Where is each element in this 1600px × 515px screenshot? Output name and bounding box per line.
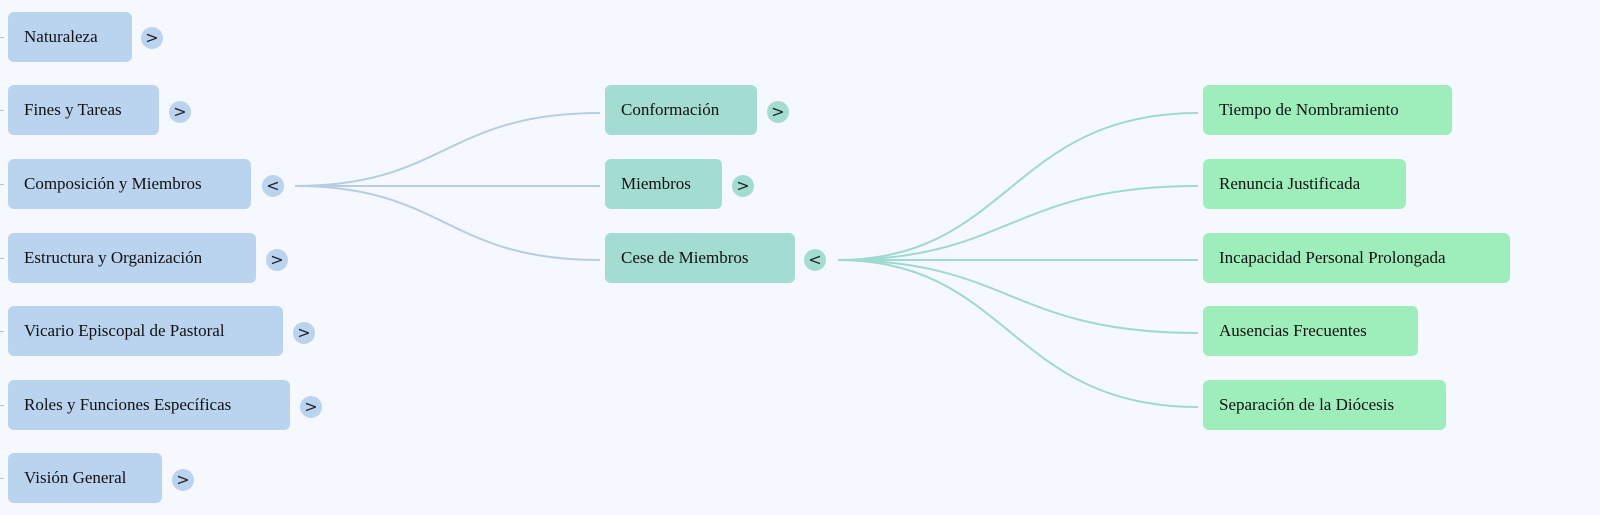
node-vicario-episcopal-de-pastoral[interactable]: Vicario Episcopal de Pastoral: [8, 306, 283, 356]
node-renuncia-justificada[interactable]: Renuncia Justificada: [1203, 159, 1406, 209]
node-label: Vicario Episcopal de Pastoral: [24, 321, 225, 340]
collapse-toggle-cese-de-miembros[interactable]: <: [804, 249, 826, 271]
node-ausencias-frecuentes[interactable]: Ausencias Frecuentes: [1203, 306, 1418, 356]
expand-toggle-naturaleza[interactable]: >: [141, 27, 163, 49]
node-label: Incapacidad Personal Prolongada: [1219, 248, 1446, 267]
expand-toggle-conformacion[interactable]: >: [767, 101, 789, 123]
node-label: Conformación: [621, 100, 720, 119]
node-cese-de-miembros[interactable]: Cese de Miembros: [605, 233, 795, 283]
left-stub: [0, 184, 4, 185]
connector-cese-separacion: [837, 259, 1199, 408]
connector-cese-renuncia: [837, 185, 1199, 261]
node-label: Cese de Miembros: [621, 248, 749, 267]
node-conformacion[interactable]: Conformación: [605, 85, 757, 135]
node-label: Tiempo de Nombramiento: [1219, 100, 1399, 119]
expand-toggle-vision-general[interactable]: >: [172, 469, 194, 491]
node-label: Visión General: [24, 468, 127, 487]
left-stub: [0, 405, 4, 406]
node-label: Renuncia Justificada: [1219, 174, 1361, 193]
left-stub: [0, 110, 4, 111]
connector-composicion-conformacion: [294, 112, 601, 187]
node-miembros[interactable]: Miembros: [605, 159, 722, 209]
node-label: Miembros: [621, 174, 691, 193]
node-composicion-y-miembros[interactable]: Composición y Miembros: [8, 159, 251, 209]
connector-composicion-cese: [294, 185, 601, 261]
node-label: Roles y Funciones Específicas: [24, 395, 232, 414]
node-label: Separación de la Diócesis: [1219, 395, 1395, 414]
node-label: Composición y Miembros: [24, 174, 202, 193]
node-incapacidad-personal-prolongada[interactable]: Incapacidad Personal Prolongada: [1203, 233, 1510, 283]
node-fines-y-tareas[interactable]: Fines y Tareas: [8, 85, 159, 135]
node-label: Fines y Tareas: [24, 100, 122, 119]
node-label: Ausencias Frecuentes: [1219, 321, 1367, 340]
expand-toggle-vicario-episcopal[interactable]: >: [293, 322, 315, 344]
node-tiempo-de-nombramiento[interactable]: Tiempo de Nombramiento: [1203, 85, 1452, 135]
connector-cese-ausencias: [837, 259, 1199, 334]
node-label: Naturaleza: [24, 27, 98, 46]
expand-toggle-miembros[interactable]: >: [732, 175, 754, 197]
node-naturaleza[interactable]: Naturaleza: [8, 12, 132, 62]
collapse-toggle-composicion-y-miembros[interactable]: <: [262, 175, 284, 197]
node-estructura-y-organizacion[interactable]: Estructura y Organización: [8, 233, 256, 283]
left-stub: [0, 258, 4, 259]
expand-toggle-estructura-y-organizacion[interactable]: >: [266, 249, 288, 271]
left-stub: [0, 331, 4, 332]
connector-cese-tiempo: [837, 112, 1199, 261]
left-stub: [0, 478, 4, 479]
expand-toggle-roles-y-funciones[interactable]: >: [300, 396, 322, 418]
node-label: Estructura y Organización: [24, 248, 203, 267]
expand-toggle-fines-y-tareas[interactable]: >: [169, 101, 191, 123]
node-separacion-de-la-diocesis[interactable]: Separación de la Diócesis: [1203, 380, 1446, 430]
left-stub: [0, 37, 4, 38]
node-roles-y-funciones-especificas[interactable]: Roles y Funciones Específicas: [8, 380, 290, 430]
node-vision-general[interactable]: Visión General: [8, 453, 162, 503]
